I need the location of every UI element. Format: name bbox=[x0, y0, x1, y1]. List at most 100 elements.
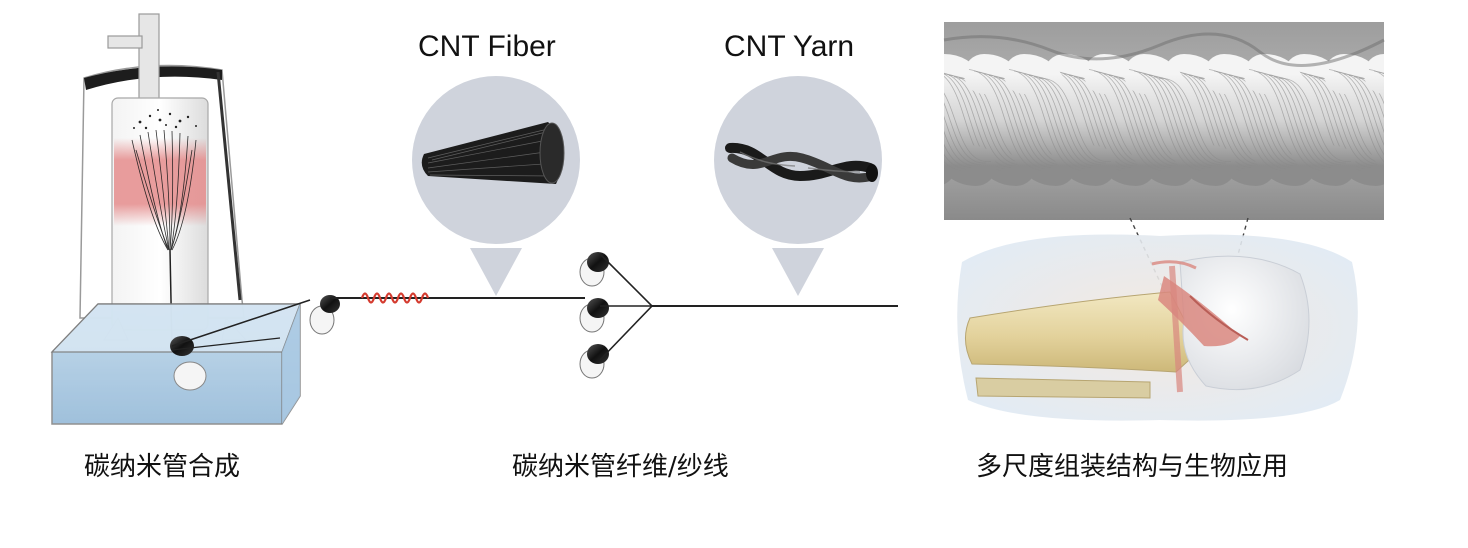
rope-fiber-line bbox=[1409, 70, 1468, 171]
rope-fiber-line bbox=[1223, 73, 1297, 167]
caption-fiber-yarn: 碳纳米管纤维/纱线 bbox=[512, 452, 729, 482]
rope-fiber-line bbox=[944, 115, 982, 165]
knee-joint-illustration bbox=[957, 234, 1358, 421]
rope-fiber-line bbox=[1148, 75, 1222, 165]
rope-fiber-line bbox=[1399, 78, 1468, 161]
rope-strand bbox=[1464, 74, 1468, 166]
rope-fiber-line bbox=[1258, 72, 1332, 168]
rope-fiber-line bbox=[1013, 70, 1087, 170]
yarn-title: CNT Yarn bbox=[724, 30, 855, 63]
cnt-fiber-callout bbox=[412, 76, 580, 296]
rope-fiber-line bbox=[1419, 73, 1468, 168]
rope-fiber-line bbox=[1343, 73, 1384, 133]
water-bath-icon bbox=[50, 299, 311, 425]
rope-fiber-line bbox=[1273, 76, 1347, 164]
rope-fiber-line bbox=[1183, 73, 1257, 167]
rope-fiber-line bbox=[1088, 69, 1162, 171]
rope-fiber-line bbox=[1439, 78, 1468, 161]
rope-fiber-line bbox=[1228, 75, 1302, 165]
rope-strand bbox=[1424, 74, 1468, 166]
rope-fiber-line bbox=[1328, 69, 1384, 163]
rope-fiber-line bbox=[1429, 75, 1468, 164]
rope-strand bbox=[1364, 54, 1384, 95]
rope-fiber-line bbox=[948, 75, 1022, 165]
rope-fiber-line bbox=[1454, 71, 1468, 169]
rope-fiber-line bbox=[1348, 75, 1384, 119]
rope-fiber-line bbox=[1208, 69, 1282, 171]
rope-fiber-line bbox=[1068, 75, 1142, 165]
rope-fiber-line bbox=[1038, 78, 1112, 162]
roller-icon bbox=[579, 298, 609, 333]
rope-fiber-line bbox=[1278, 78, 1352, 162]
cnt-yarn-callout bbox=[714, 76, 882, 296]
cnt-fiber-bundle-icon bbox=[421, 122, 565, 184]
rope-fiber-line bbox=[1153, 76, 1227, 164]
rope-fiber-line bbox=[1383, 74, 1384, 75]
rope-fiber-line bbox=[1389, 75, 1461, 164]
cvd-furnace-icon bbox=[79, 13, 248, 351]
rope-fiber-line bbox=[1424, 74, 1468, 166]
rope-fiber-line bbox=[1008, 69, 1082, 171]
rope-fiber-line bbox=[1298, 72, 1372, 168]
rope-fiber-line bbox=[944, 160, 952, 162]
rope-fiber-line bbox=[1018, 72, 1092, 168]
rope-fiber-line bbox=[1098, 72, 1172, 168]
caption-synthesis: 碳纳米管合成 bbox=[84, 452, 241, 482]
caption-applications: 多尺度组装结构与生物应用 bbox=[976, 452, 1289, 482]
rope-fiber-line bbox=[1263, 73, 1337, 167]
rope-fiber-line bbox=[1138, 72, 1212, 168]
rope-fiber-line bbox=[1158, 78, 1232, 162]
rope-fiber-line bbox=[1368, 69, 1384, 77]
rope-fiber-line bbox=[1373, 70, 1384, 75]
rope-fiber-line bbox=[988, 75, 1062, 165]
rope-fiber-line bbox=[1464, 74, 1468, 166]
rope-fiber-line bbox=[944, 102, 987, 164]
rope-fiber-line bbox=[944, 73, 1012, 168]
rope-fiber-line bbox=[944, 92, 992, 162]
rope-fiber-line bbox=[973, 70, 1047, 170]
spinning-line bbox=[309, 252, 898, 379]
rope-fiber-line bbox=[1333, 70, 1384, 156]
rope-fiber-line bbox=[1378, 72, 1384, 74]
rope-fiber-line bbox=[1058, 72, 1132, 168]
rope-fiber-line bbox=[1128, 69, 1202, 171]
rope-fiber-line bbox=[1033, 76, 1107, 164]
rope-fiber-line bbox=[1108, 75, 1182, 165]
rope-fiber-line bbox=[1188, 75, 1262, 165]
rope-fiber-line bbox=[1253, 70, 1327, 170]
roller-icon bbox=[579, 344, 609, 379]
rope-fiber-line bbox=[1308, 75, 1382, 165]
rope-fiber-line bbox=[1028, 75, 1102, 165]
rope-fiber-line bbox=[1394, 77, 1466, 163]
rope-fiber-line bbox=[1218, 72, 1292, 168]
rope-fiber-line bbox=[1303, 73, 1377, 167]
rope-fiber-line bbox=[1213, 70, 1287, 170]
rope-fiber-line bbox=[1248, 69, 1322, 171]
rope-fiber-line bbox=[1414, 71, 1468, 169]
rope-fiber-line bbox=[1268, 75, 1342, 165]
rope-fiber-line bbox=[1338, 72, 1384, 146]
rope-fiber-line bbox=[1178, 72, 1252, 168]
rope-fiber-line bbox=[944, 143, 972, 168]
fiber-title: CNT Fiber bbox=[418, 30, 556, 63]
twisted-yarn-icon bbox=[725, 142, 878, 183]
rope-fiber-line bbox=[1133, 70, 1207, 170]
rope-fiber-line bbox=[1063, 73, 1137, 167]
rope-fiber-line bbox=[983, 73, 1057, 167]
rope-fiber-line bbox=[1449, 70, 1468, 171]
roller-icon bbox=[309, 295, 340, 335]
rope-fiber-line bbox=[1023, 73, 1097, 167]
rope-fiber-line bbox=[1434, 77, 1468, 163]
rope-fiber-line bbox=[1103, 73, 1177, 167]
rope-fiber-line bbox=[944, 130, 977, 167]
rope-fiber-line bbox=[968, 69, 1042, 171]
rope-fiber-line bbox=[944, 73, 1017, 167]
rope-fiber-line bbox=[1143, 73, 1217, 167]
rope-fiber-line bbox=[944, 160, 962, 171]
rope-fiber-line bbox=[944, 153, 967, 170]
rope-fiber-line bbox=[1093, 70, 1167, 170]
rope-fiber-line bbox=[1459, 73, 1468, 168]
roller-icon bbox=[579, 252, 609, 287]
rope-fiber-line bbox=[978, 72, 1052, 168]
